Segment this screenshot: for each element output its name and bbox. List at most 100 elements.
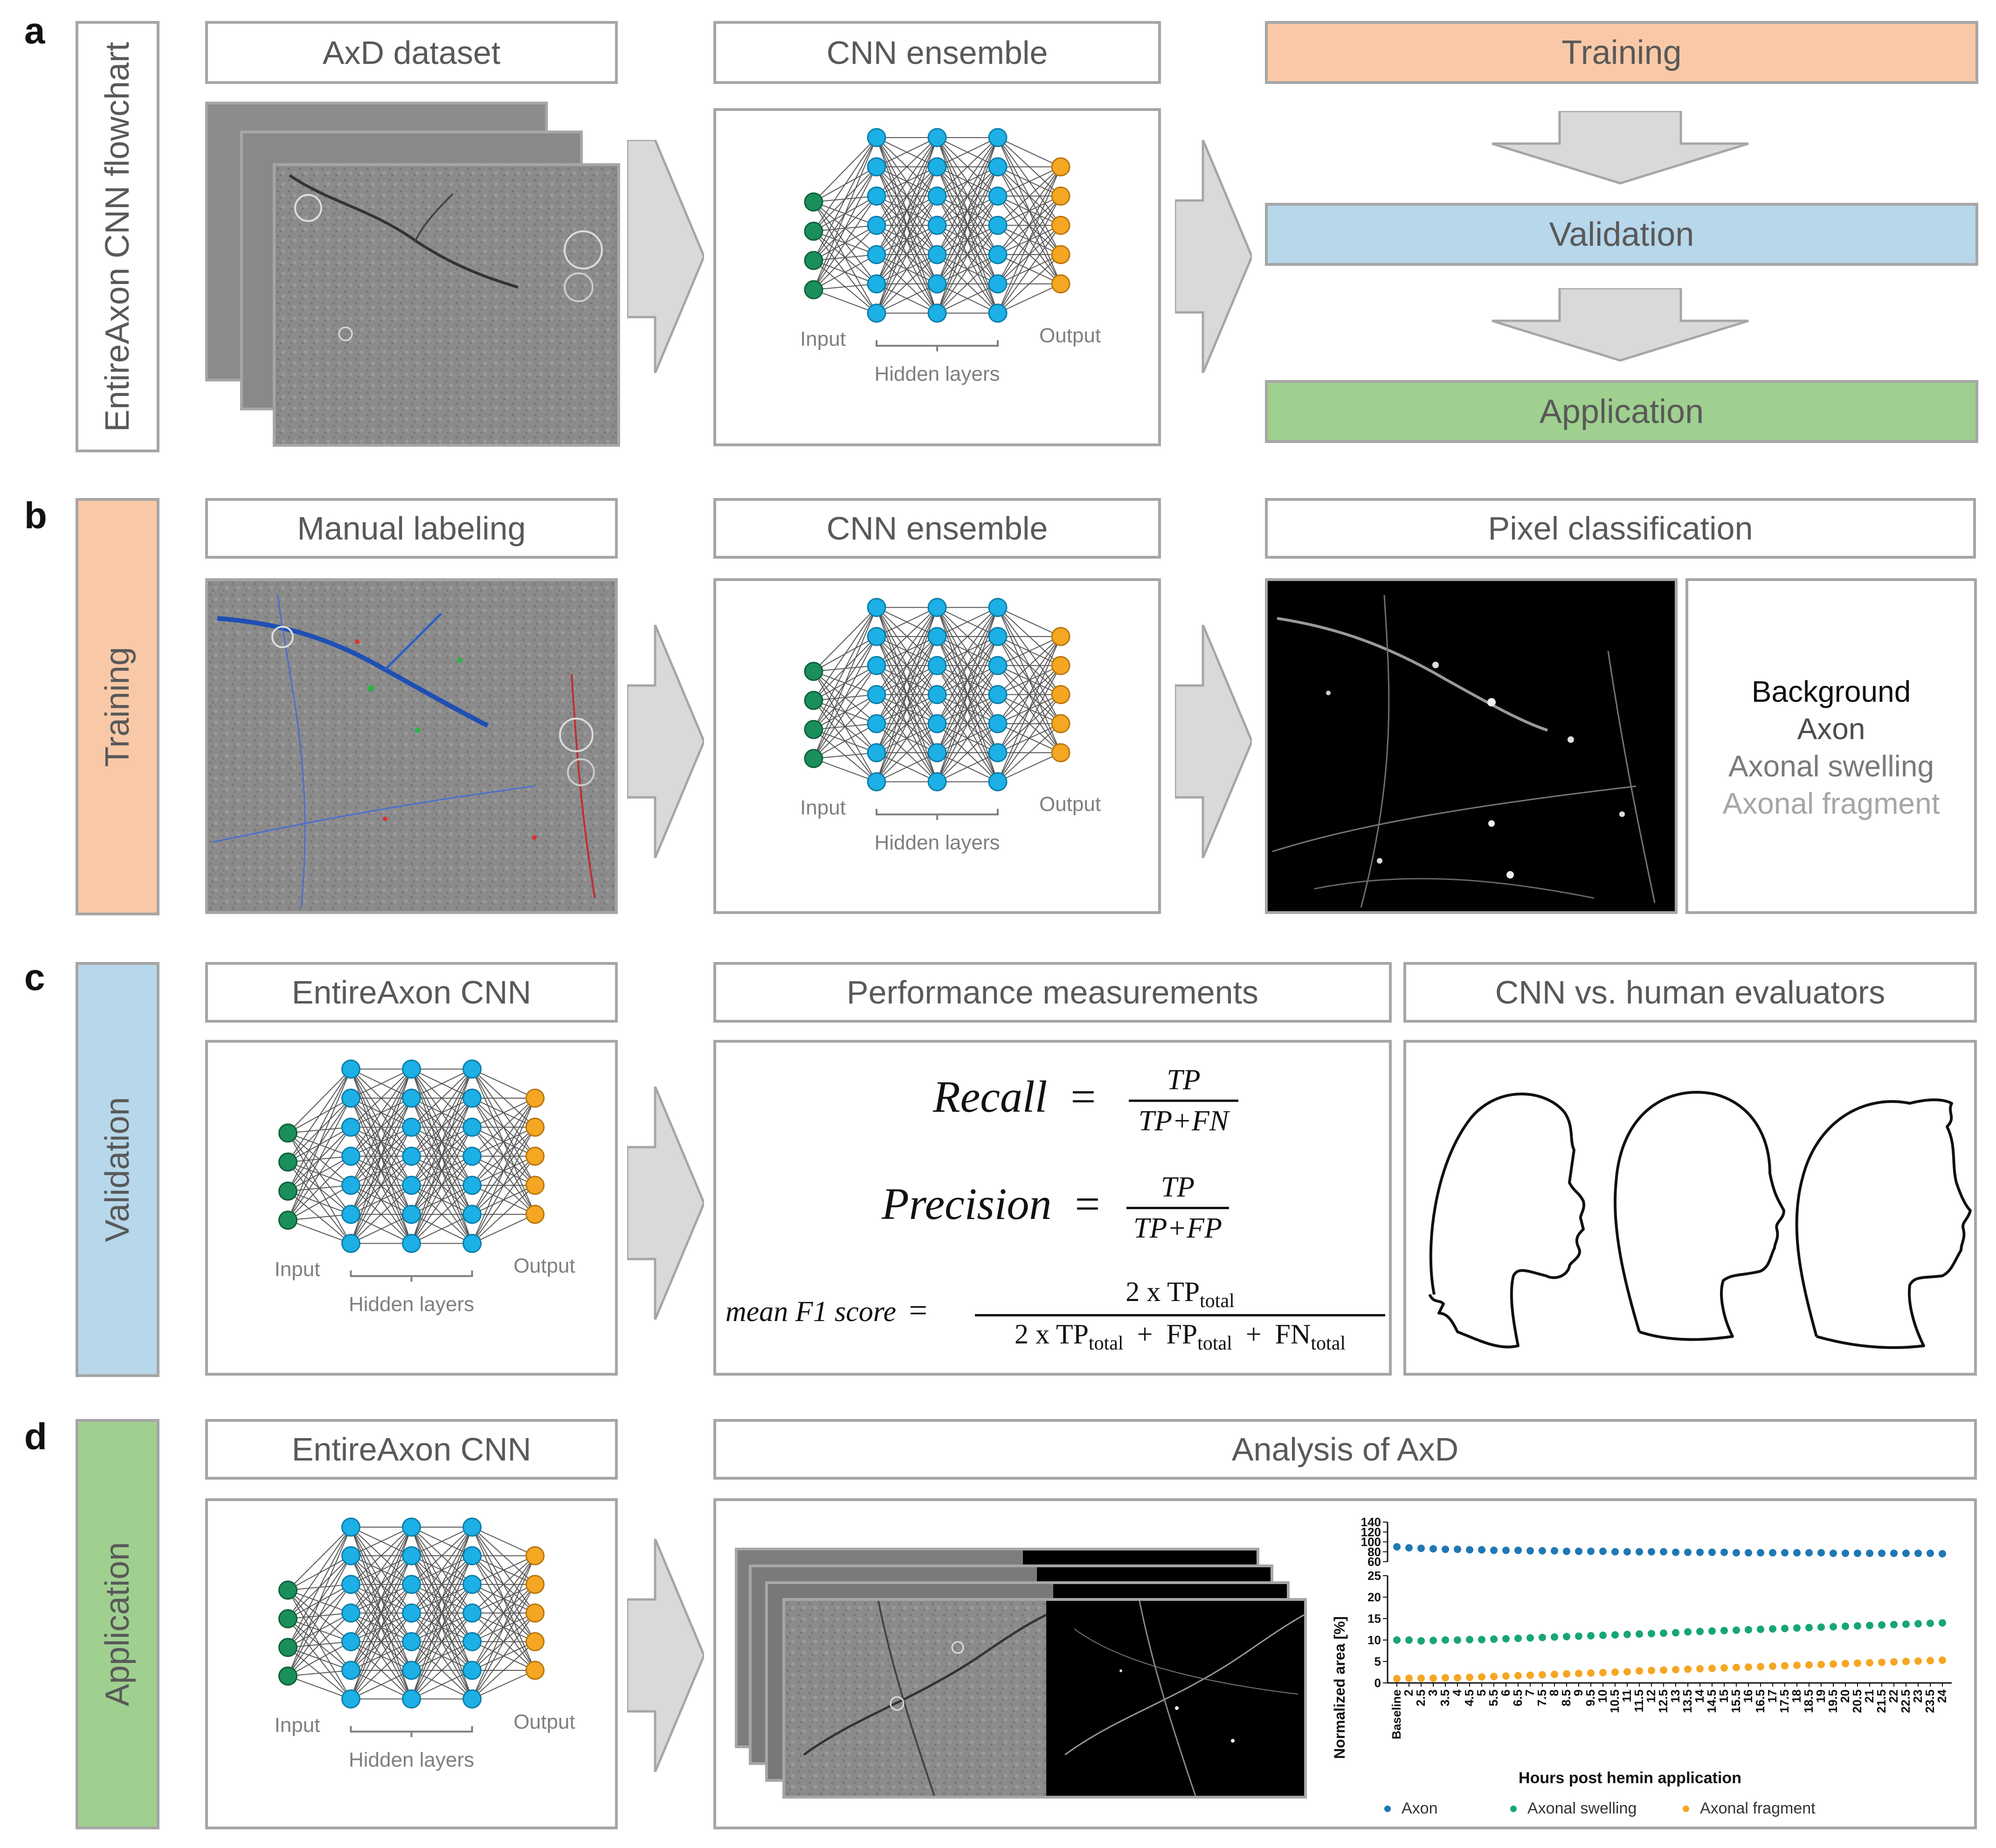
- nn-edge: [288, 1675, 351, 1700]
- nn-node: [402, 1603, 421, 1623]
- nn-edge: [350, 1069, 412, 1244]
- nn-node: [804, 662, 823, 681]
- x-tick-label: 22.5: [1899, 1689, 1913, 1713]
- nn-edge: [411, 1069, 473, 1157]
- panel-letter-d: d: [24, 1416, 47, 1457]
- data-point: [1805, 1624, 1813, 1632]
- data-point: [1720, 1627, 1728, 1634]
- nn-node: [867, 215, 886, 235]
- nn-node: [867, 245, 886, 264]
- nn-edge: [411, 1127, 473, 1244]
- y-tick-label: 140: [1361, 1515, 1381, 1529]
- x-tick-label: 23: [1911, 1689, 1925, 1703]
- nn-edge: [411, 1098, 473, 1244]
- nn-edge: [472, 1214, 535, 1244]
- data-point: [1866, 1549, 1873, 1557]
- data-point: [1648, 1630, 1655, 1638]
- data-point: [1684, 1628, 1692, 1636]
- data-point: [1648, 1548, 1655, 1556]
- data-point: [1793, 1624, 1801, 1632]
- data-point: [1854, 1622, 1861, 1630]
- nn-edge: [876, 607, 938, 724]
- nn-edge: [813, 607, 877, 730]
- nn-edge: [471, 1555, 536, 1642]
- data-point: [1890, 1620, 1898, 1628]
- nn-node: [867, 627, 886, 646]
- data-point: [1623, 1548, 1631, 1556]
- nn-edge: [287, 1584, 352, 1676]
- nn-hidden-label: Hidden layers: [349, 1748, 474, 1771]
- nn-node: [927, 128, 947, 147]
- nn-edge: [411, 1069, 473, 1215]
- arrow-b1: [627, 625, 704, 858]
- x-tick-label: 15: [1717, 1689, 1731, 1703]
- nn-output-label: Output: [513, 1710, 575, 1733]
- nn-edge: [411, 1527, 473, 1585]
- nn-node: [927, 743, 947, 762]
- nn-edge: [813, 758, 877, 782]
- data-point: [1502, 1672, 1510, 1680]
- nn-node: [463, 1059, 482, 1079]
- data-point: [1466, 1636, 1473, 1644]
- nn-input-label: Input: [800, 796, 846, 819]
- nn-node: [463, 1088, 482, 1108]
- nn-edge: [876, 137, 938, 226]
- nn-edge: [876, 137, 938, 167]
- stage-training: Training: [1265, 21, 1978, 84]
- data-point: [1830, 1549, 1837, 1557]
- arrow-d1: [627, 1539, 704, 1772]
- nn-node: [402, 1233, 421, 1253]
- nn-node: [341, 1233, 360, 1253]
- data-point: [1575, 1547, 1582, 1555]
- f1-denominator: 2 x TPtotal + FPtotal + FNtotal: [1014, 1319, 1346, 1354]
- data-point: [1636, 1667, 1643, 1675]
- nn-input-label: Input: [275, 1714, 320, 1737]
- data-point: [1672, 1666, 1679, 1674]
- nn-edge: [287, 1127, 352, 1221]
- nn-edge: [472, 1068, 535, 1099]
- nn-edge: [411, 1641, 473, 1700]
- nn-node: [402, 1117, 421, 1137]
- side-label-training: Training: [99, 646, 136, 767]
- nn-edge: [813, 607, 877, 759]
- nn-node: [278, 1181, 297, 1201]
- nn-hidden-bracket: [876, 340, 999, 352]
- nn-node: [1051, 627, 1071, 646]
- nn-edge: [937, 723, 998, 782]
- nn-connections: [813, 137, 1061, 314]
- data-point: [1939, 1550, 1946, 1557]
- arrow-a2: [1175, 140, 1252, 373]
- nn-edge: [876, 665, 938, 782]
- x-tick-label: 21: [1862, 1689, 1876, 1703]
- nn-edge: [351, 1670, 412, 1700]
- nn-edge: [471, 1098, 536, 1157]
- nn-edge: [288, 1641, 351, 1677]
- nn-node: [278, 1152, 297, 1172]
- nn-edge: [937, 137, 998, 255]
- nn-node: [463, 1689, 482, 1709]
- panel-letter-c: c: [24, 956, 45, 998]
- data-point: [1781, 1549, 1789, 1557]
- nn-node: [804, 720, 823, 739]
- nn-edge: [876, 283, 938, 314]
- data-point: [1551, 1670, 1558, 1678]
- data-point: [1660, 1629, 1667, 1637]
- data-point: [1842, 1622, 1849, 1630]
- micrograph-frame-3: [273, 163, 620, 447]
- paired-frame-4: [782, 1598, 1307, 1799]
- nn-edge: [937, 607, 998, 753]
- x-tick-label: 18: [1789, 1689, 1803, 1703]
- nn-edge: [813, 289, 877, 314]
- nn-edge: [813, 665, 877, 759]
- nn-edge: [813, 694, 877, 759]
- equals: =: [909, 1293, 928, 1329]
- area-timecourse-chart: 14012010080602520151050Baseline22.533.54…: [1331, 1515, 1952, 1817]
- nn-edge: [997, 636, 1061, 782]
- nn-edge: [937, 137, 998, 197]
- nn-edge: [471, 1555, 536, 1699]
- nn-node: [1051, 245, 1071, 264]
- data-point: [1914, 1657, 1922, 1665]
- arrow-a1: [627, 140, 704, 373]
- data-point: [1442, 1545, 1449, 1553]
